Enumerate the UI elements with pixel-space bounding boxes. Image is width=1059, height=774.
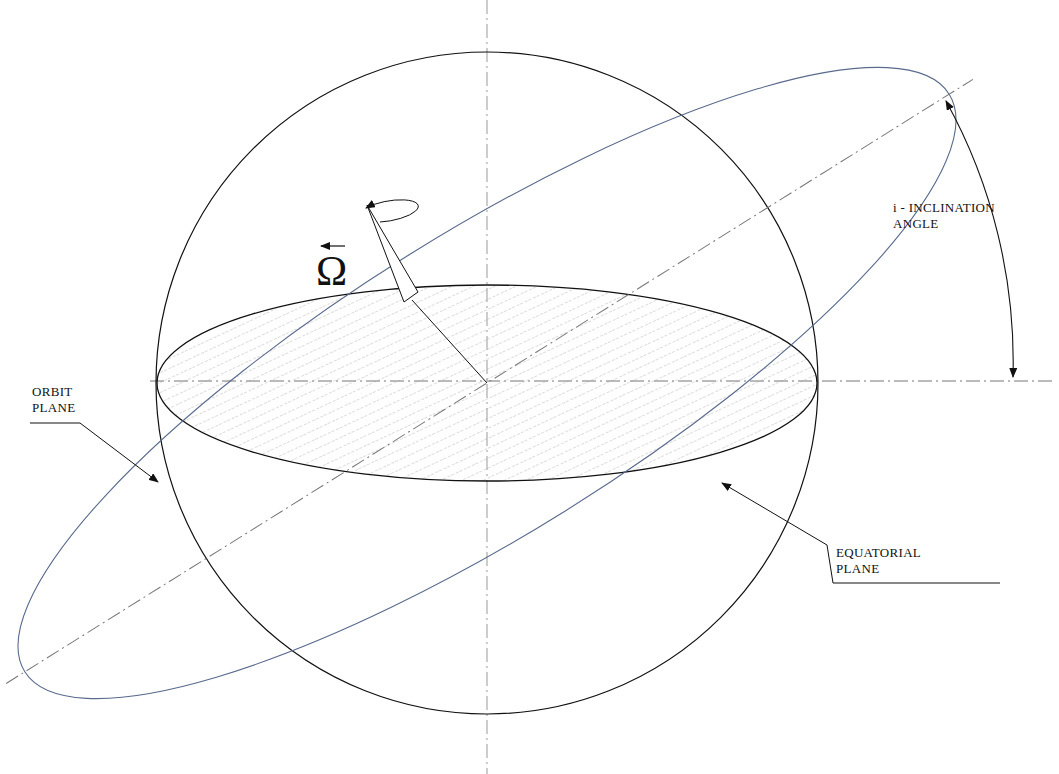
vector-symbol: Ω (316, 250, 348, 292)
plane-label: EQUATORIAL PLANE (836, 545, 946, 578)
angle-label: i - INCLINATION ANGLE (893, 200, 1008, 233)
plane-label: ORBIT PLANE (32, 384, 102, 417)
